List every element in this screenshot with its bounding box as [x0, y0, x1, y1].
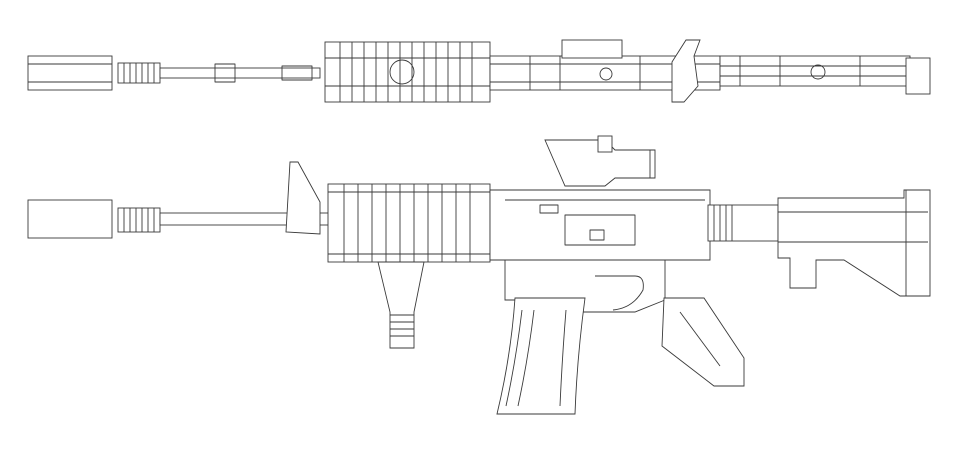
top-suppressor [27, 55, 113, 91]
top-handguard [324, 41, 491, 103]
top-butt-plate [905, 57, 931, 95]
rifle-top-view [27, 39, 931, 103]
side-stock [777, 189, 931, 297]
side-handguard [327, 183, 491, 263]
vertical-grip [377, 261, 425, 349]
front-sight [285, 161, 321, 235]
pistol-grip [661, 297, 745, 387]
upper-receiver [489, 189, 711, 261]
trigger-guard [595, 275, 644, 311]
top-stock [719, 55, 911, 87]
side-flash-hider [117, 207, 161, 233]
buffer-tube [707, 204, 779, 242]
top-barrel [159, 67, 321, 79]
rifle-side-view [27, 135, 931, 415]
top-scope [561, 39, 623, 59]
magazine [496, 297, 586, 415]
side-suppressor [27, 199, 113, 239]
top-charging-handle [671, 39, 701, 103]
